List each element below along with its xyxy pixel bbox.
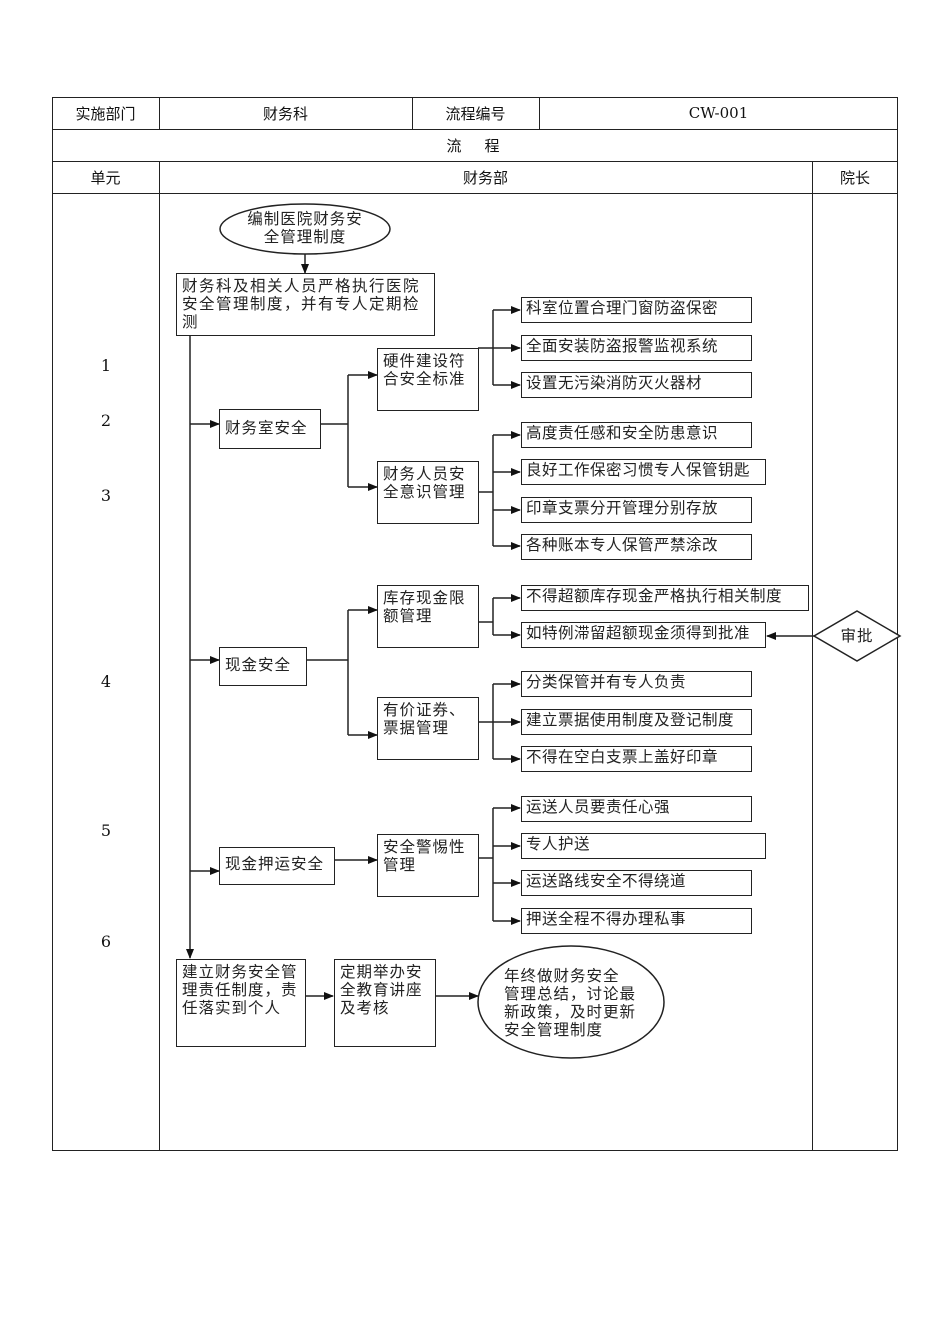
leaf-item: 分类保管并有专人负责 [521, 671, 752, 697]
group-line: 安全警惕性 [383, 838, 466, 856]
flow-table [52, 97, 898, 1151]
unit-number: 2 [100, 411, 112, 430]
group-line: 票据管理 [383, 719, 450, 737]
main-line-1: 财务科及相关人员严格执行医院 [182, 277, 421, 295]
group-cash-limit: 库存现金限 额管理 [377, 585, 479, 648]
box-line: 及考核 [340, 999, 390, 1017]
process-title: 流 程 [446, 136, 504, 155]
group-staff-awareness: 财务人员安 全意识管理 [377, 461, 479, 524]
start-node-text: 编制医院财务安 全管理制度 [222, 210, 388, 246]
leaf-item: 不得在空白支票上盖好印章 [521, 746, 752, 772]
divider [412, 97, 413, 129]
approval-diamond [812, 610, 902, 662]
education-box: 定期举办安 全教育讲座 及考核 [334, 959, 436, 1047]
divider [812, 161, 813, 1151]
unit-number: 3 [100, 486, 112, 505]
leaf-item: 建立票据使用制度及登记制度 [521, 709, 752, 735]
main-process-box: 财务科及相关人员严格执行医院 安全管理制度，并有专人定期检测 [176, 273, 435, 336]
dept-value: 财务科 [262, 104, 308, 123]
group-line: 合安全标准 [383, 370, 466, 388]
group-line: 全意识管理 [383, 483, 466, 501]
process-code-label: 流程编号 [445, 104, 506, 123]
start-line-2: 全管理制度 [263, 228, 347, 246]
summary-node-text: 年终做财务安全 管理总结，讨论最 新政策，及时更新 安全管理制度 [494, 967, 644, 1039]
process-code-value: CW-001 [688, 104, 749, 122]
unit-number: 5 [100, 821, 112, 840]
box-line: 任落实到个人 [182, 999, 282, 1017]
group-line: 财务人员安 [383, 465, 466, 483]
leaf-item: 设置无污染消防灭火器材 [521, 372, 752, 398]
box-line: 全教育讲座 [340, 981, 423, 999]
leaf-item: 高度责任感和安全防患意识 [521, 422, 752, 448]
group-line: 管理 [383, 856, 417, 874]
divider [159, 161, 160, 1151]
section-cash-security: 现金安全 [219, 647, 307, 686]
box-line: 理责任制度，责 [182, 981, 298, 999]
summary-ellipse [477, 945, 665, 1059]
group-line: 硬件建设符 [383, 352, 466, 370]
group-line: 库存现金限 [383, 589, 466, 607]
group-vigilance: 安全警惕性 管理 [377, 834, 479, 897]
group-line: 有价证券、 [383, 701, 466, 719]
unit-number: 4 [100, 672, 112, 691]
leaf-item: 运送路线安全不得绕道 [521, 870, 752, 896]
leaf-item-approval-required: 如特例滞留超额现金须得到批准 [521, 622, 766, 648]
leaf-item: 押送全程不得办理私事 [521, 908, 752, 934]
group-securities-bills: 有价证券、 票据管理 [377, 697, 479, 760]
unit-number: 6 [100, 932, 112, 951]
divider [539, 97, 540, 129]
leaf-item: 科室位置合理门窗防盗保密 [521, 297, 752, 323]
column-header-finance: 财务部 [462, 168, 508, 187]
group-line: 额管理 [383, 607, 433, 625]
responsibility-box: 建立财务安全管 理责任制度，责 任落实到个人 [176, 959, 306, 1047]
divider [159, 97, 160, 129]
column-header-unit: 单元 [90, 168, 121, 187]
leaf-item: 印章支票分开管理分别存放 [521, 497, 752, 523]
leaf-item: 全面安装防盗报警监视系统 [521, 335, 752, 361]
summary-line: 年终做财务安全 [504, 967, 620, 985]
leaf-item: 运送人员要责任心强 [521, 796, 752, 822]
summary-line: 管理总结，讨论最 [504, 985, 637, 1003]
group-hardware-standard: 硬件建设符 合安全标准 [377, 348, 479, 411]
leaf-item: 不得超额库存现金严格执行相关制度 [521, 585, 809, 611]
section-cash-escort-security: 现金押运安全 [219, 847, 335, 885]
leaf-item: 各种账本专人保管严禁涂改 [521, 534, 752, 560]
divider [52, 193, 898, 194]
leaf-item: 专人护送 [521, 833, 766, 859]
divider [52, 129, 898, 130]
unit-number: 1 [100, 356, 112, 375]
box-line: 定期举办安 [340, 963, 423, 981]
main-line-2: 安全管理制度，并有专人定期检测 [182, 295, 421, 331]
box-line: 建立财务安全管 [182, 963, 298, 981]
approval-label: 审批 [840, 627, 874, 645]
summary-line: 安全管理制度 [504, 1021, 604, 1039]
divider [52, 161, 898, 162]
leaf-item: 良好工作保密习惯专人保管钥匙 [521, 459, 766, 485]
dept-label: 实施部门 [75, 104, 136, 123]
section-office-security: 财务室安全 [219, 409, 321, 449]
summary-line: 新政策，及时更新 [504, 1003, 637, 1021]
start-line-1: 编制医院财务安 [247, 210, 363, 228]
column-header-president: 院长 [839, 168, 870, 187]
